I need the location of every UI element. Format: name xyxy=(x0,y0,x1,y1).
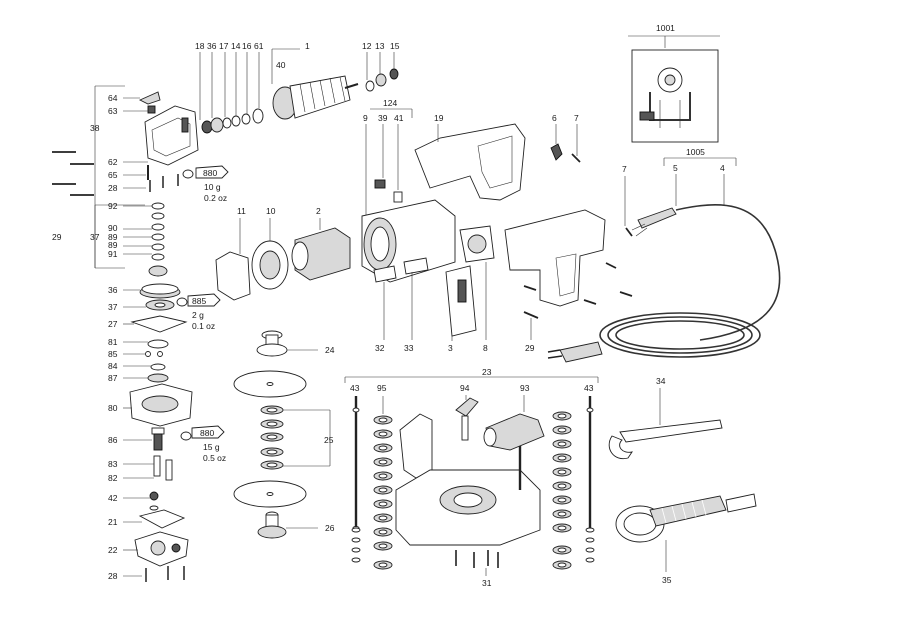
part-number-label: 86 xyxy=(108,435,118,445)
part-number-label: 25 xyxy=(324,435,334,445)
grease-grams: 15 g xyxy=(203,442,220,452)
part-number-label: 15 xyxy=(390,41,400,51)
part-number-label: 34 xyxy=(656,376,666,386)
accessories-group: 34 35 xyxy=(608,376,757,585)
part-number-label: 28 xyxy=(108,183,118,193)
part-number-label: 2 xyxy=(316,206,321,216)
part-number-label: 124 xyxy=(383,98,397,108)
part-number-label: 85 xyxy=(108,349,118,359)
part-number-label: 36 xyxy=(207,41,217,51)
part-number-label: 7 xyxy=(622,164,627,174)
part-number-label: 81 xyxy=(108,337,118,347)
part-number-label: 1005 xyxy=(686,147,705,157)
part-number-label: 29 xyxy=(52,232,62,242)
grease-tag-1: 880 10 g 0.2 oz xyxy=(182,165,229,203)
leader-lines-left xyxy=(123,97,154,577)
part-number-label: 18 xyxy=(195,41,205,51)
part-number-label: 93 xyxy=(520,383,530,393)
grease-grams: 10 g xyxy=(204,182,221,192)
part-number-label: 32 xyxy=(375,343,385,353)
part-number-label: 8 xyxy=(483,343,488,353)
labels-center: 11 10 2 9 39 41 124 19 6 7 7 32 33 3 8 2… xyxy=(237,98,627,353)
guide-stand-group: 23 43 95 xyxy=(344,367,599,588)
part-number-label: 33 xyxy=(404,343,414,353)
gear-head-assembly xyxy=(52,85,199,582)
labels-top-center: 18 36 17 14 16 61 1 40 12 13 15 xyxy=(195,41,400,120)
part-number-label: 39 xyxy=(378,113,388,123)
part-number-label: 38 xyxy=(90,123,100,133)
grease-ounces: 0.1 oz xyxy=(192,321,215,331)
part-number-label: 23 xyxy=(482,367,492,377)
flange-disc-group: 24 25 26 xyxy=(233,330,335,539)
grease-ounces: 0.2 oz xyxy=(204,193,227,203)
grease-grams: 2 g xyxy=(192,310,204,320)
grease-code: 885 xyxy=(192,296,206,306)
part-number-label: 84 xyxy=(108,361,118,371)
part-number-label: 17 xyxy=(219,41,229,51)
part-number-label: 3 xyxy=(448,343,453,353)
part-number-label: 24 xyxy=(325,345,335,355)
part-number-label: 36 xyxy=(108,285,118,295)
part-number-label: 22 xyxy=(108,545,118,555)
part-number-label: 40 xyxy=(276,60,286,70)
part-number-label: 10 xyxy=(266,206,276,216)
part-number-label: 1001 xyxy=(656,23,675,33)
part-number-label: 43 xyxy=(350,383,360,393)
part-number-label: 87 xyxy=(108,373,118,383)
part-number-label: 80 xyxy=(108,403,118,413)
part-number-label: 31 xyxy=(482,578,492,588)
part-number-label: 9 xyxy=(363,113,368,123)
part-number-label: 63 xyxy=(108,106,118,116)
part-number-label: 43 xyxy=(584,383,594,393)
part-number-label: 5 xyxy=(673,163,678,173)
part-number-label: 19 xyxy=(434,113,444,123)
part-number-label: 89 xyxy=(108,240,118,250)
part-number-label: 13 xyxy=(375,41,385,51)
part-number-label: 1 xyxy=(305,41,310,51)
part-number-label: 41 xyxy=(394,113,404,123)
labels-left: 38 64 63 62 65 28 29 92 37 90 89 89 91 3… xyxy=(52,93,118,581)
part-number-label: 16 xyxy=(242,41,252,51)
part-number-label: 90 xyxy=(108,223,118,233)
part-number-label: 29 xyxy=(525,343,535,353)
part-number-label: 37 xyxy=(90,232,100,242)
part-number-label: 12 xyxy=(362,41,372,51)
grease-tag-3: 880 15 g 0.5 oz xyxy=(180,425,226,463)
power-cord-group: 1005 5 4 xyxy=(547,147,781,363)
part-number-label: 35 xyxy=(662,575,672,585)
part-number-label: 14 xyxy=(231,41,241,51)
part-number-label: 92 xyxy=(108,201,118,211)
grease-code: 880 xyxy=(203,168,217,178)
part-number-label: 62 xyxy=(108,157,118,167)
part-number-label: 94 xyxy=(460,383,470,393)
part-number-label: 89 xyxy=(108,232,118,242)
part-number-label: 65 xyxy=(108,170,118,180)
part-number-label: 37 xyxy=(108,302,118,312)
grease-ounces: 0.5 oz xyxy=(203,453,226,463)
part-number-label: 28 xyxy=(108,571,118,581)
part-number-label: 26 xyxy=(325,523,335,533)
part-number-label: 83 xyxy=(108,459,118,469)
part-number-label: 91 xyxy=(108,249,118,259)
part-number-label: 27 xyxy=(108,319,118,329)
motor-armature-group xyxy=(201,48,399,134)
part-number-label: 42 xyxy=(108,493,118,503)
grease-tag-2: 885 2 g 0.1 oz xyxy=(176,293,221,331)
switch-detail-inset: 1001 xyxy=(628,23,720,143)
motor-housing-group xyxy=(215,108,633,341)
part-number-label: 11 xyxy=(237,206,246,216)
part-number-label: 4 xyxy=(720,163,725,173)
part-number-label: 21 xyxy=(108,517,118,527)
grease-code: 880 xyxy=(200,428,214,438)
part-number-label: 95 xyxy=(377,383,387,393)
part-number-label: 64 xyxy=(108,93,118,103)
part-number-label: 6 xyxy=(552,113,557,123)
part-number-label: 61 xyxy=(254,41,264,51)
part-number-label: 82 xyxy=(108,473,118,483)
part-number-label: 7 xyxy=(574,113,579,123)
